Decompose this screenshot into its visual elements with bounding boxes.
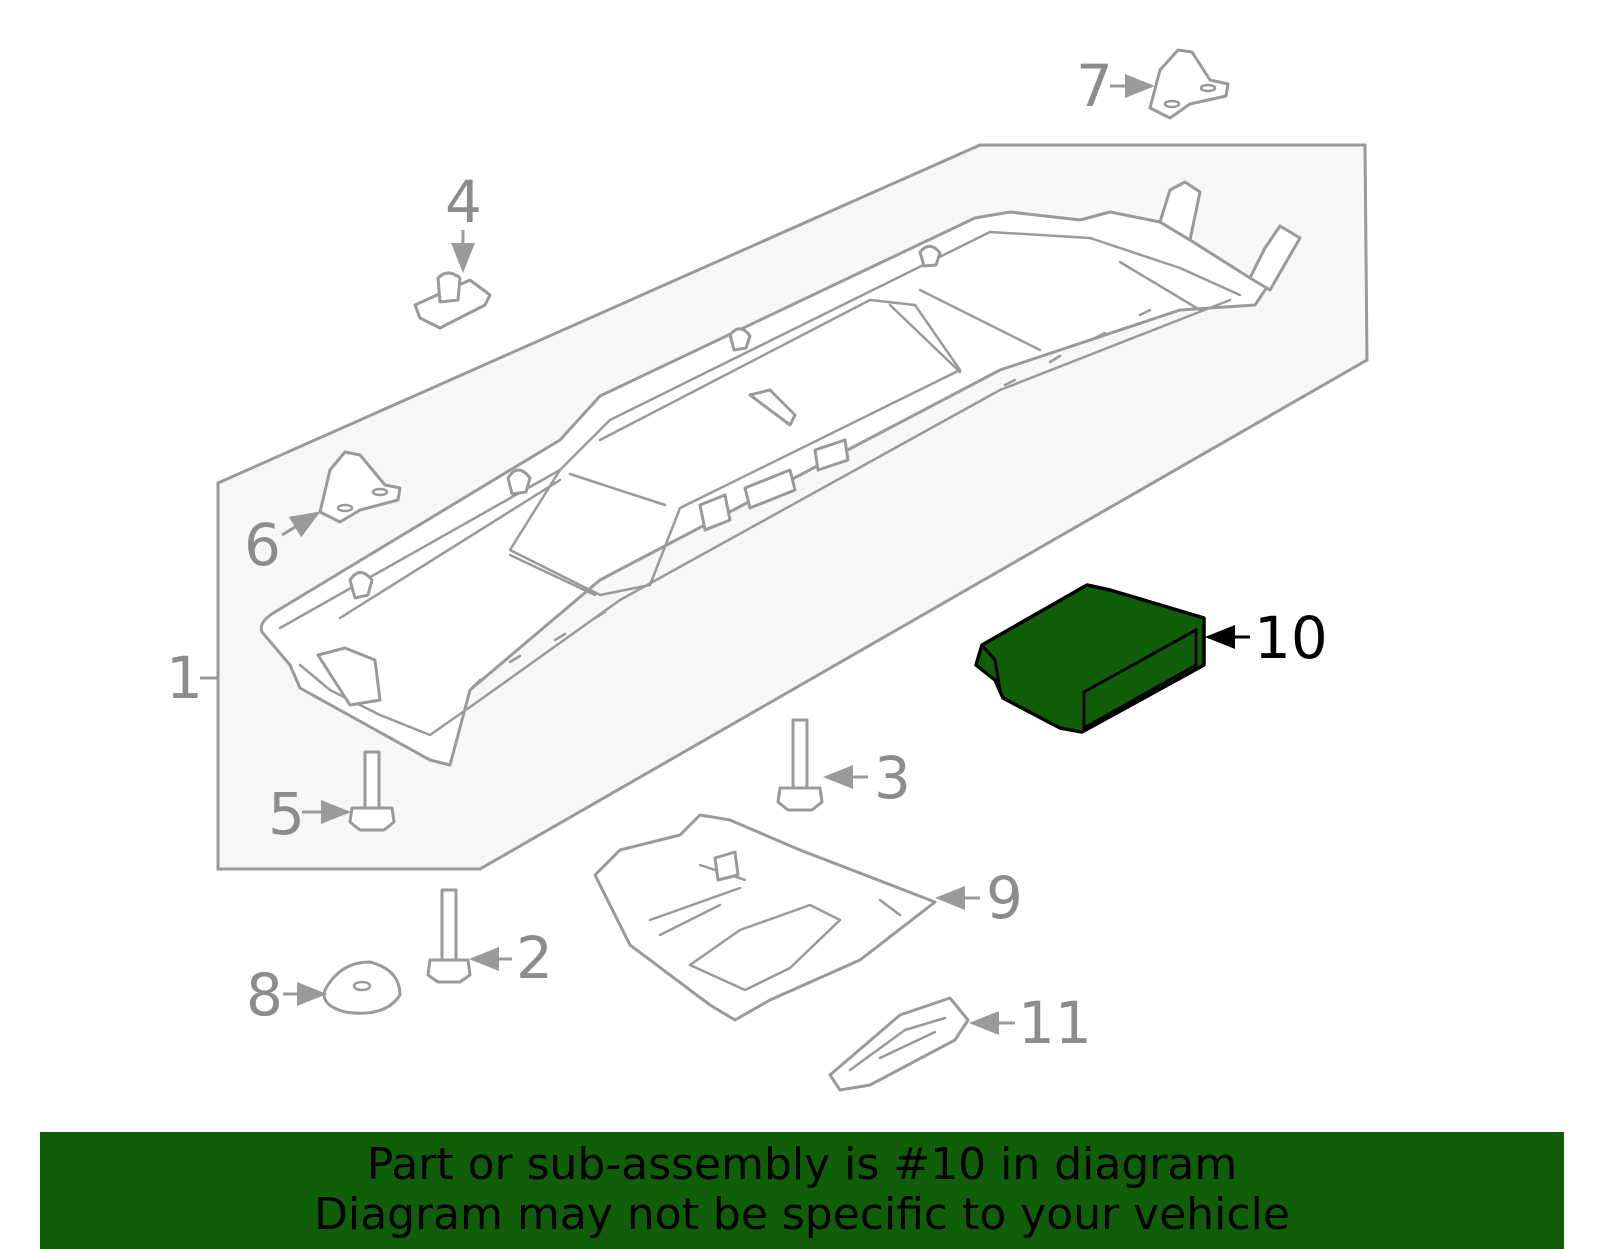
banner-line-1: Part or sub-assembly is #10 in diagram: [366, 1139, 1238, 1190]
arrow-6: [281, 511, 321, 538]
callout-7: 7: [1076, 52, 1113, 120]
callout-4: 4: [445, 168, 482, 236]
bolt-part-3[interactable]: [776, 718, 824, 812]
callout-6: 6: [244, 511, 281, 579]
overhead-console-housing[interactable]: [259, 180, 1302, 767]
callout-9: 9: [986, 864, 1023, 932]
callout-5: 5: [268, 780, 305, 848]
callout-3: 3: [874, 744, 911, 812]
bolt-part-5[interactable]: [348, 750, 396, 832]
console-bezel-part-9[interactable]: [593, 813, 937, 1022]
callout-11: 11: [1018, 989, 1092, 1057]
bolt-part-2[interactable]: [426, 888, 472, 984]
bracket-part-7[interactable]: [1148, 48, 1230, 120]
map-light-part-11[interactable]: [828, 996, 970, 1092]
module-part-10[interactable]: [974, 583, 1206, 734]
banner-line-2: Diagram may not be specific to your vehi…: [314, 1189, 1290, 1240]
callout-2: 2: [516, 924, 553, 992]
bracket-part-6[interactable]: [318, 450, 402, 524]
clip-nut-part-4[interactable]: [413, 271, 492, 330]
callout-8: 8: [246, 961, 283, 1029]
callout-1: 1: [166, 644, 203, 712]
info-banner: Part or sub-assembly is #10 in diagram D…: [40, 1132, 1564, 1249]
callout-10: 10: [1254, 604, 1328, 672]
retainer-part-8[interactable]: [322, 960, 402, 1015]
